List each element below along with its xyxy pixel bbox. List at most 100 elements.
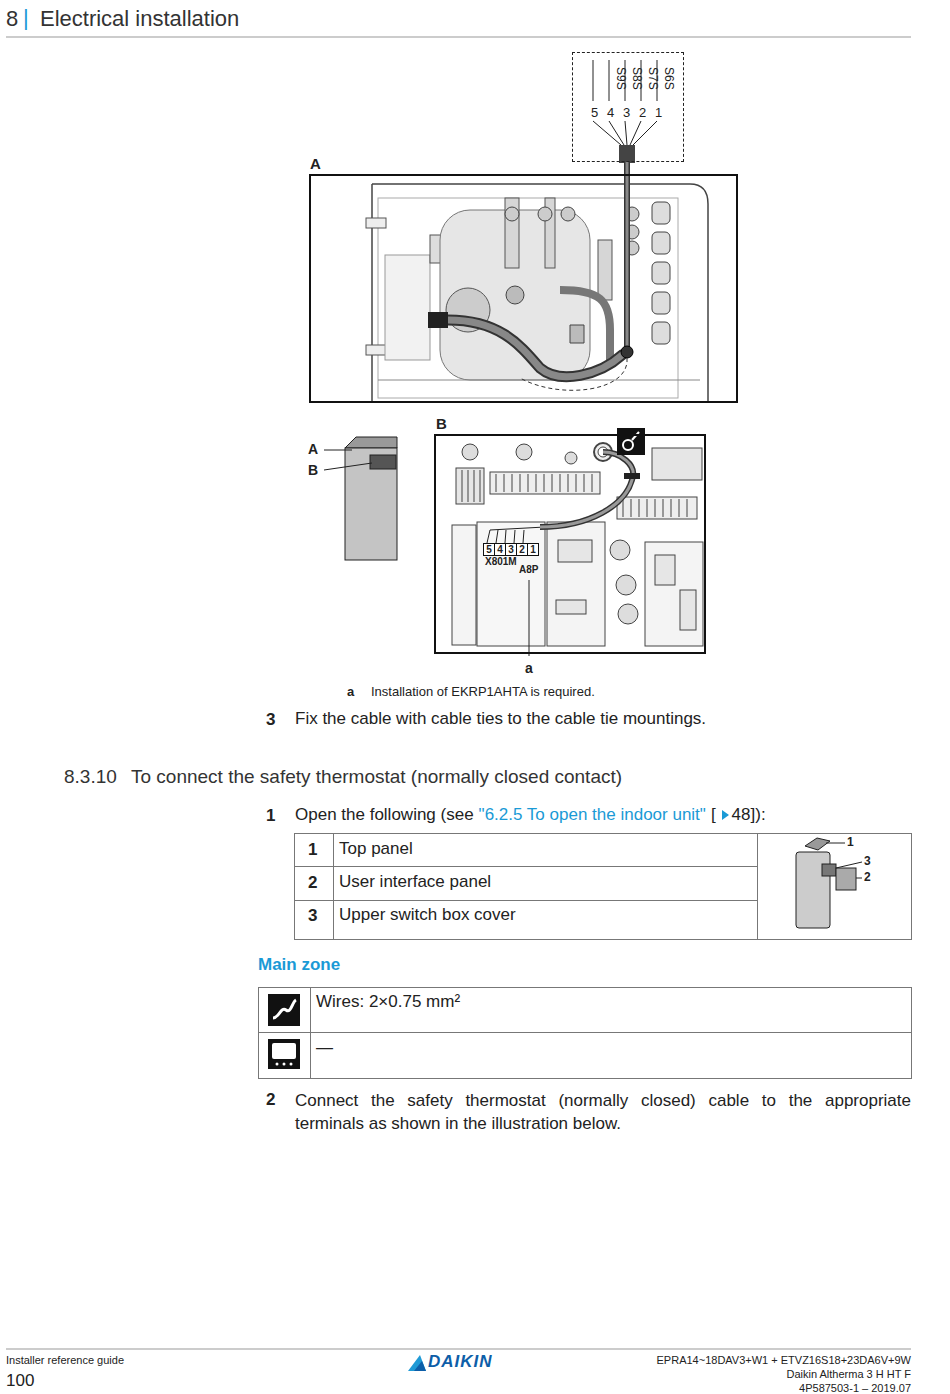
panel-key-figure bbox=[805, 838, 830, 850]
indoor-unit-illustration bbox=[428, 312, 448, 328]
terminal-name: X801M bbox=[485, 556, 517, 568]
view-letter: B bbox=[436, 415, 447, 433]
indoor-unit-illustration bbox=[598, 240, 612, 300]
table-cell: Upper switch box cover bbox=[339, 905, 516, 925]
indoor-unit-illustration bbox=[570, 325, 584, 343]
chapter-number: 8 bbox=[6, 6, 18, 32]
chapter-title: Electrical installation bbox=[40, 6, 239, 32]
rule-line bbox=[6, 1349, 911, 1350]
user-interface-icon bbox=[268, 1039, 300, 1069]
wire-name: S9S bbox=[614, 67, 628, 90]
page-number: 100 bbox=[6, 1371, 34, 1391]
switch-box-illustration bbox=[547, 522, 605, 646]
parts-table bbox=[757, 833, 758, 939]
logo-mark bbox=[408, 1355, 426, 1371]
note-text: Installation of EKRP1AHTA is required. bbox=[371, 684, 595, 700]
footer-text: Daikin Altherma 3 H HT F bbox=[786, 1368, 911, 1381]
terminal-number: 4 bbox=[495, 544, 506, 555]
switch-box-illustration bbox=[655, 555, 675, 585]
wire-icon bbox=[268, 994, 300, 1026]
switch-box-illustration bbox=[617, 497, 697, 519]
tool-icon bbox=[617, 428, 645, 455]
switch-box-illustration bbox=[452, 443, 703, 646]
switch-box-illustration bbox=[618, 604, 638, 624]
unit-key-figure bbox=[324, 450, 352, 451]
step-text: [ bbox=[711, 805, 716, 825]
callout-number: 1 bbox=[847, 835, 854, 849]
panel-key-figure bbox=[856, 878, 862, 879]
indoor-unit-illustration bbox=[624, 174, 630, 348]
table-cell: 3 bbox=[308, 906, 317, 926]
wiring-table bbox=[310, 987, 311, 1078]
panel-key-figure bbox=[796, 852, 830, 928]
pin-number: 4 bbox=[607, 105, 614, 121]
wire-name: S7S bbox=[646, 67, 660, 90]
indoor-unit-illustration bbox=[652, 292, 670, 314]
callout-number: 2 bbox=[864, 870, 871, 884]
switch-box-illustration bbox=[462, 470, 480, 502]
user-interface-icon bbox=[290, 1063, 293, 1066]
pin-number: 1 bbox=[655, 105, 662, 121]
cross-reference: "6.2.5 To open the indoor unit" bbox=[479, 805, 706, 825]
thermostat-cable bbox=[529, 580, 530, 656]
thermostat-cable bbox=[540, 452, 633, 527]
table-cell: 1 bbox=[308, 840, 317, 860]
indoor-unit-illustration bbox=[366, 174, 708, 403]
chapter-separator: | bbox=[23, 5, 29, 31]
indoor-unit-illustration bbox=[652, 232, 670, 254]
logo-mark bbox=[408, 1355, 426, 1371]
terminal-number: 2 bbox=[517, 544, 528, 555]
connector-wires bbox=[593, 60, 594, 101]
indoor-unit-illustration bbox=[366, 345, 386, 355]
cable-connector bbox=[627, 162, 628, 174]
indoor-unit-illustration bbox=[652, 262, 670, 284]
table-cell: Top panel bbox=[339, 839, 413, 859]
indoor-unit-illustration bbox=[560, 290, 610, 360]
indoor-unit-illustration bbox=[448, 320, 622, 377]
wire-name: S8S bbox=[630, 67, 644, 90]
user-interface-icon bbox=[283, 1063, 286, 1066]
unit-key-figure bbox=[345, 448, 397, 560]
parts-table bbox=[295, 834, 912, 940]
indoor-unit-illustration bbox=[505, 207, 519, 221]
switch-box-illustration bbox=[680, 590, 696, 630]
wire-name: S6S bbox=[662, 67, 676, 90]
footer-text: Installer reference guide bbox=[6, 1354, 124, 1367]
indoor-unit-illustration bbox=[652, 322, 670, 344]
panel-key-figure bbox=[836, 862, 862, 868]
step-number: 3 bbox=[266, 710, 275, 730]
pin-number: 2 bbox=[639, 105, 646, 121]
step-text: Open the following (see bbox=[295, 805, 474, 825]
indoor-unit-illustration bbox=[520, 358, 627, 390]
switch-box-illustration bbox=[623, 499, 687, 517]
user-interface-icon bbox=[276, 1063, 279, 1066]
logo-text: DAIKIN bbox=[428, 1352, 493, 1372]
switch-box-illustration bbox=[558, 540, 592, 562]
parts-table bbox=[294, 900, 757, 901]
indoor-unit-illustration bbox=[371, 184, 373, 403]
indoor-unit-illustration bbox=[561, 207, 575, 221]
switch-box-illustration bbox=[516, 444, 532, 460]
connector-wires bbox=[593, 121, 657, 145]
thermostat-cable bbox=[487, 527, 545, 543]
step-number: 1 bbox=[266, 806, 275, 826]
callout-number: 3 bbox=[864, 854, 871, 868]
rule-line bbox=[6, 37, 911, 38]
logo-mark bbox=[414, 1361, 426, 1371]
table-cell: Wires: 2×0.75 mm² bbox=[316, 992, 460, 1012]
connector-wires bbox=[609, 60, 610, 101]
wire-icon bbox=[273, 1000, 296, 1018]
unit-key-figure bbox=[370, 455, 396, 469]
indoor-unit-illustration bbox=[652, 202, 670, 224]
panel-key-figure bbox=[836, 868, 856, 890]
footer-text: EPRA14~18DAV3+W1 + ETVZ16S18+23DA6V+9W bbox=[657, 1354, 911, 1367]
callout-letter: a bbox=[525, 660, 533, 677]
wiring-table bbox=[259, 988, 912, 1079]
cable-plug bbox=[619, 145, 635, 163]
panel-key-figure bbox=[796, 838, 862, 928]
text-row: Open the following (see"6.2.5 To open th… bbox=[295, 805, 771, 825]
terminal-number: 5 bbox=[484, 544, 495, 555]
indoor-unit-illustration bbox=[538, 207, 552, 221]
terminal-strip: 54321 bbox=[483, 543, 539, 556]
